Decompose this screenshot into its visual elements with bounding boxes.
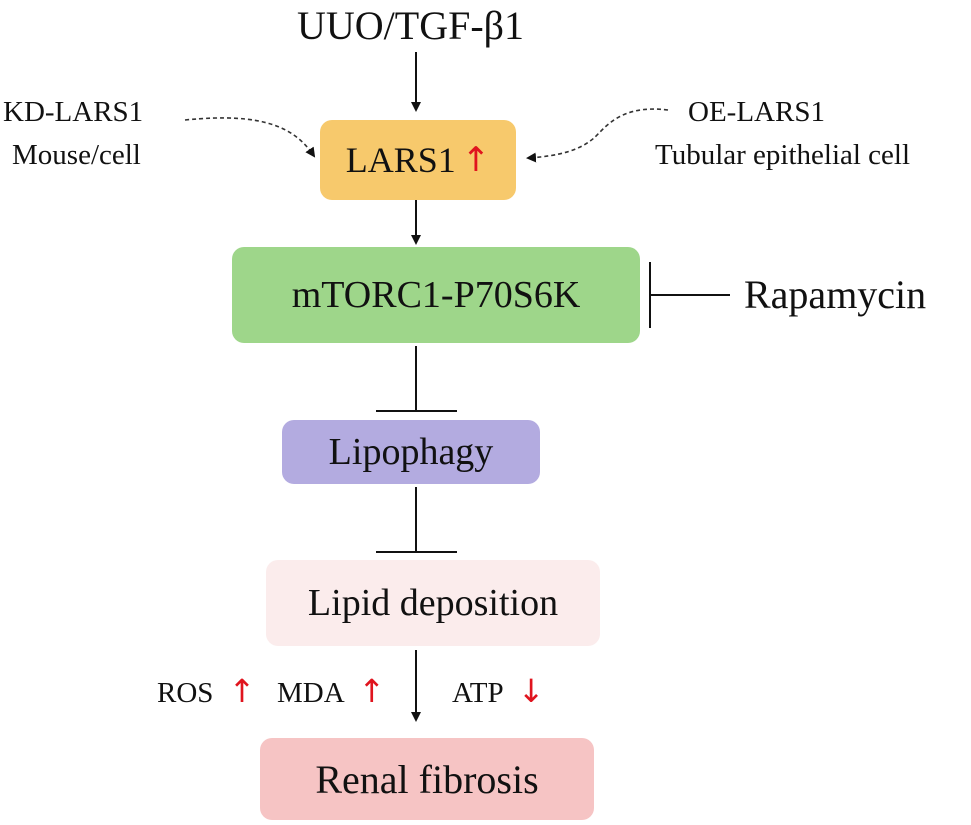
trigger-label: UUO/TGF-β1 — [297, 3, 525, 48]
lars1-node: LARS1 ↑ — [320, 120, 516, 200]
down-arrow-icon: ↓ — [517, 672, 545, 710]
mtorc1-p70s6k-label: mTORC1-P70S6K — [291, 274, 581, 316]
lipophagy-label: Lipophagy — [328, 431, 494, 473]
marker-ros-label: ROS — [157, 677, 214, 709]
lipophagy-node: Lipophagy — [282, 420, 540, 484]
up-arrow-icon: ↑ — [461, 140, 491, 180]
knockdown-sublabel: Mouse/cell — [12, 139, 141, 171]
up-arrow-icon: ↑ — [358, 672, 386, 710]
renal-fibrosis-label: Renal fibrosis — [315, 756, 539, 802]
dashed-arrow-kd-to-lars1 — [184, 117, 316, 158]
overexpression-label: OE-LARS1 — [688, 96, 825, 128]
marker-atp-label: ATP — [452, 677, 503, 709]
knockdown-label: KD-LARS1 — [3, 96, 144, 128]
overexpression-sublabel: Tubular epithelial cell — [655, 139, 911, 171]
lipid-deposition-node: Lipid deposition — [266, 560, 600, 646]
renal-fibrosis-node: Renal fibrosis — [260, 738, 594, 820]
lipid-deposition-label: Lipid deposition — [307, 582, 559, 624]
marker-mda-label: MDA — [277, 677, 344, 709]
marker-mda: MDA ↑ — [277, 675, 385, 708]
up-arrow-icon: ↑ — [228, 672, 256, 710]
marker-atp: ATP ↓ — [452, 675, 545, 708]
marker-ros: ROS ↑ — [157, 675, 255, 708]
lars1-node-label: LARS1 — [345, 140, 456, 180]
dashed-arrow-oe-to-lars1 — [526, 108, 669, 163]
mtorc1-p70s6k-node: mTORC1-P70S6K — [232, 247, 640, 343]
rapamycin-label: Rapamycin — [744, 272, 927, 317]
